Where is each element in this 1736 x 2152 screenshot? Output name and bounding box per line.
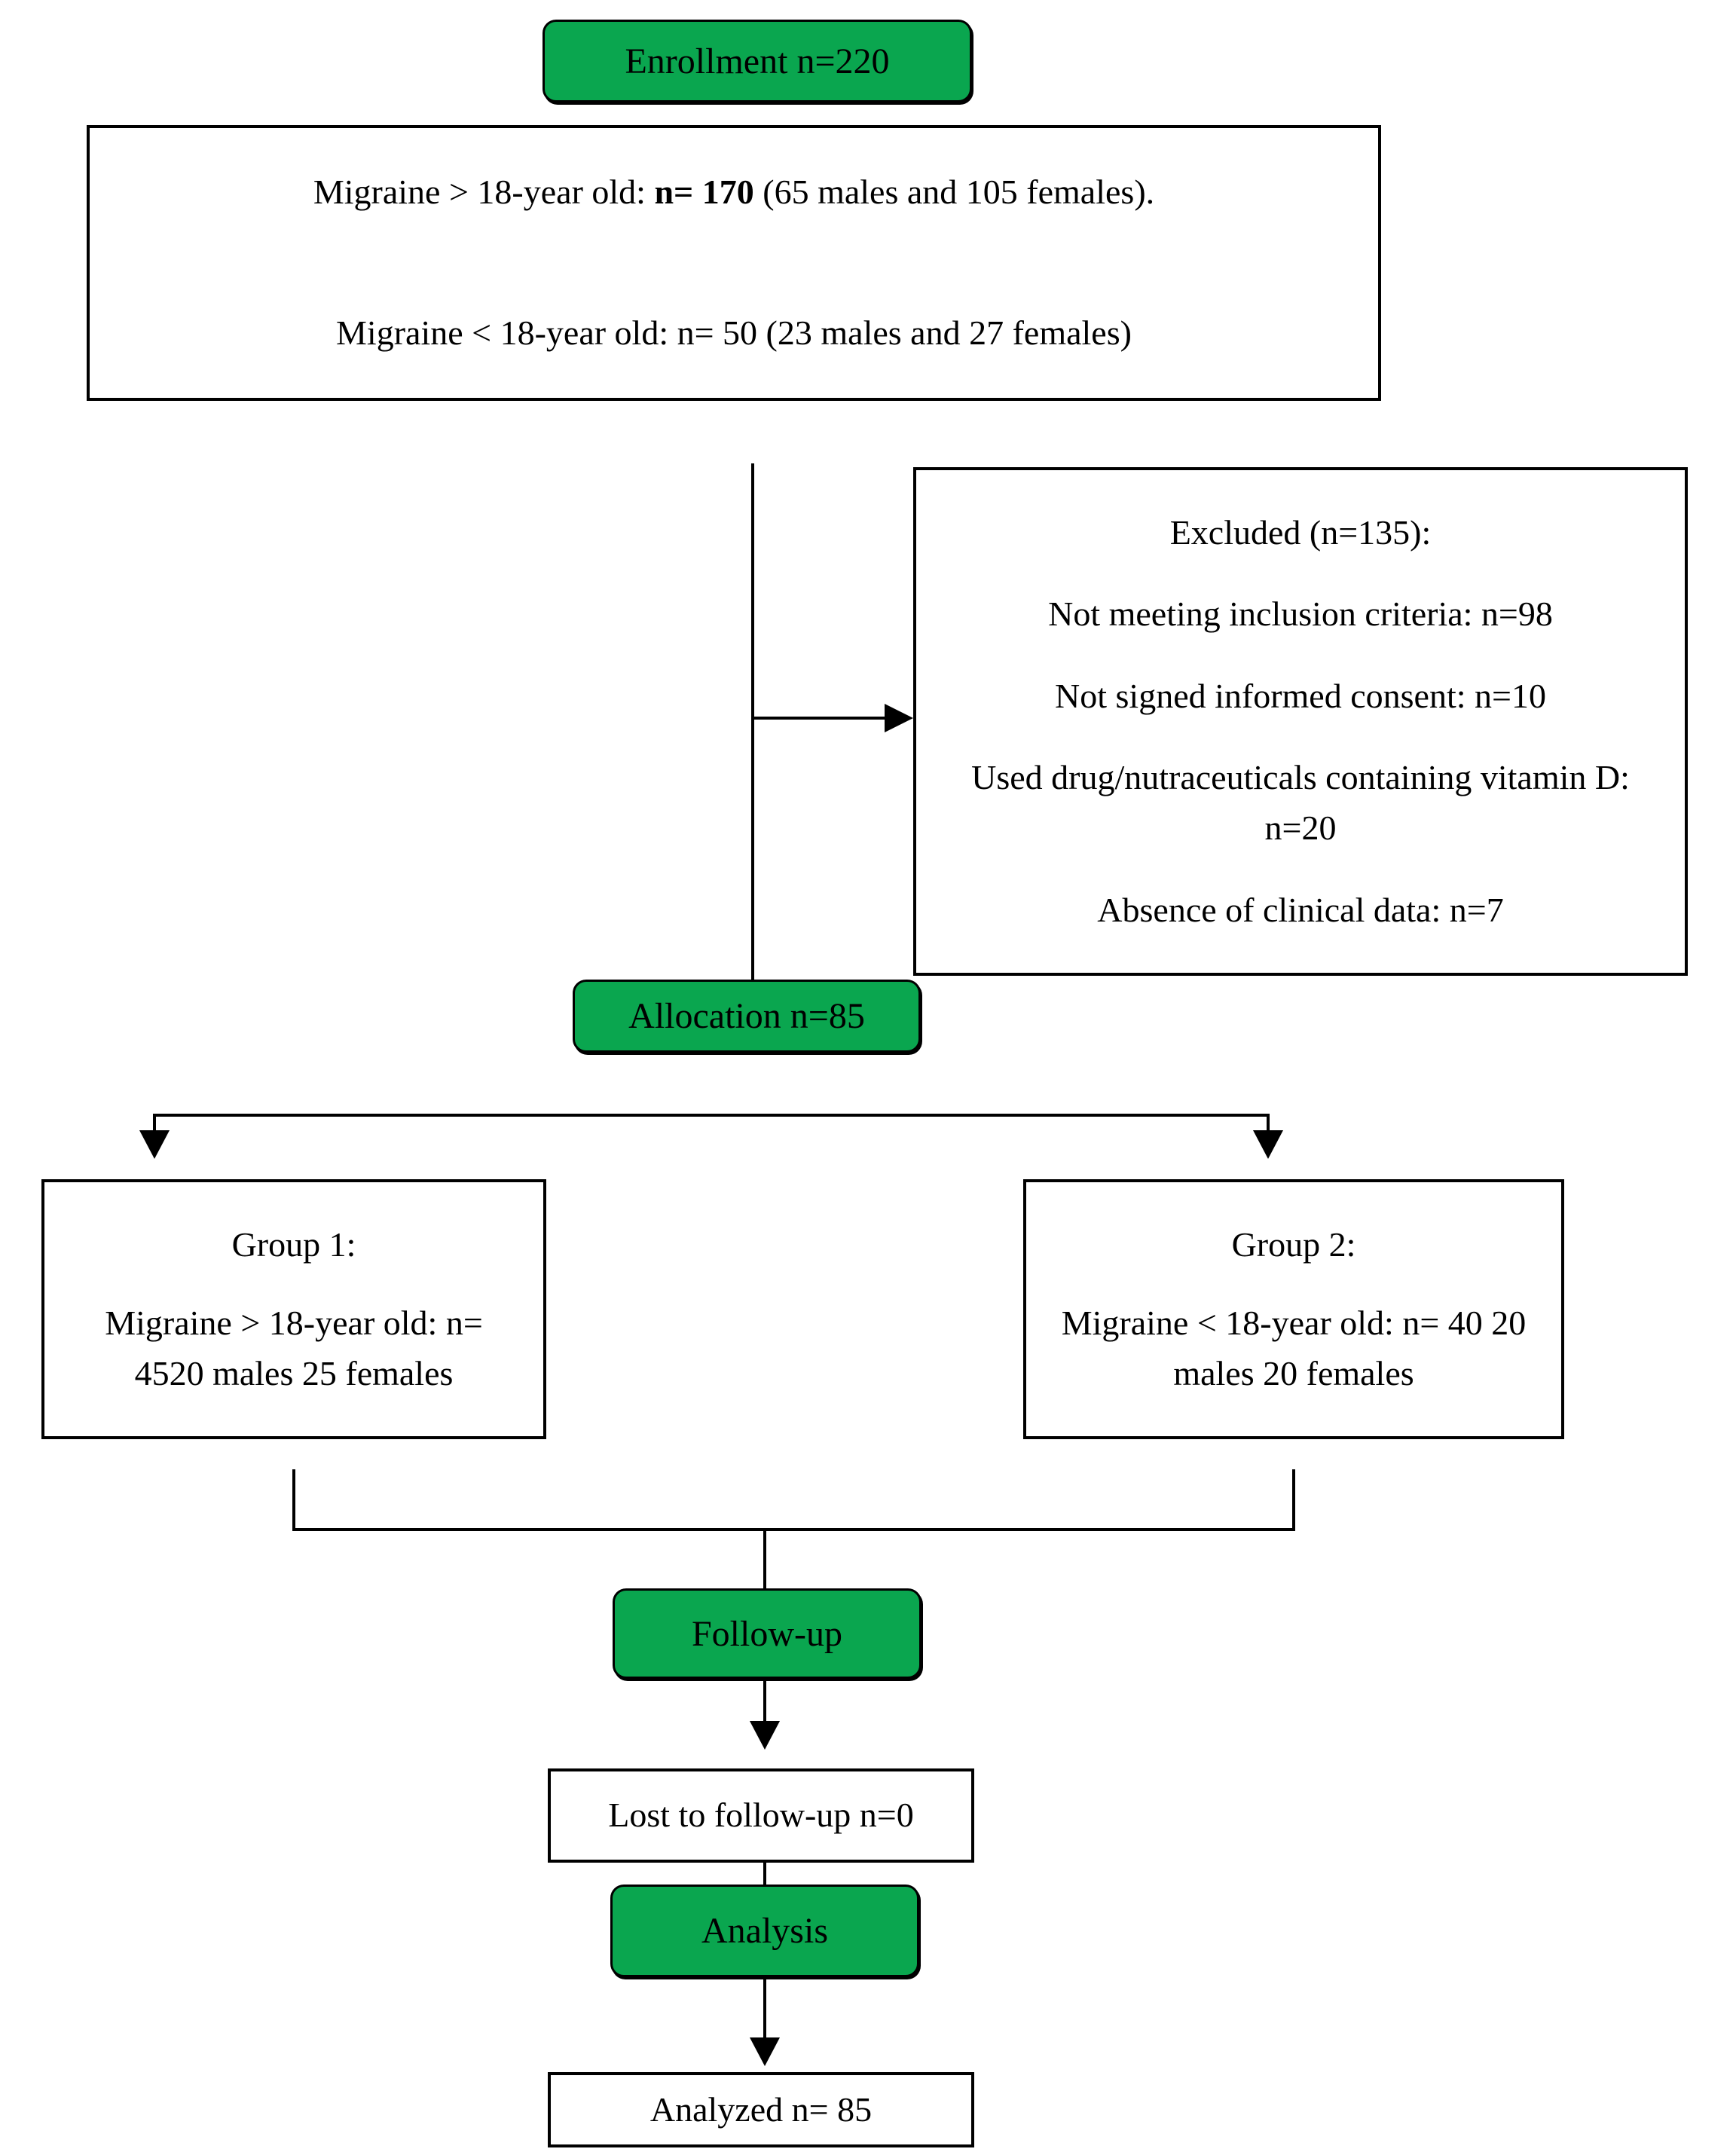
analyzed-label: Analyzed n= 85	[649, 2089, 873, 2129]
group1-body-line2: 4520 males 25 females	[134, 1353, 454, 1392]
group1-box: Group 1: Migraine > 18-year old: n= 4520…	[41, 1179, 546, 1439]
excluded-title: Excluded (n=135):	[1169, 512, 1432, 552]
connector-branch-left-stub	[153, 1114, 156, 1135]
connector-to-excluded	[753, 717, 887, 720]
allocation-label: Allocation n=85	[628, 996, 865, 1036]
screened-children-line: Migraine < 18-year old: n= 50 (23 males …	[336, 313, 1132, 353]
screened-adults-n: n= 170	[654, 173, 754, 211]
screened-adults-prefix: Migraine > 18-year old:	[313, 173, 655, 211]
excluded-box: Excluded (n=135): Not meeting inclusion …	[913, 467, 1688, 976]
connector-branch-right-stub	[1267, 1114, 1270, 1135]
group2-box: Group 2: Migraine < 18-year old: n= 40 2…	[1023, 1179, 1564, 1439]
connector-followup-to-lost	[763, 1679, 766, 1724]
screened-population-box: Migraine > 18-year old: n= 170 (65 males…	[87, 125, 1381, 401]
enrollment-label: Enrollment n=220	[625, 41, 890, 81]
arrowhead-to-analyzed-icon	[750, 2037, 780, 2066]
group2-body-line1: Migraine < 18-year old: n= 40 20	[1061, 1303, 1527, 1342]
connector-group2-down	[1292, 1469, 1295, 1531]
connector-merge-to-followup	[763, 1528, 766, 1588]
followup-node: Follow-up	[613, 1588, 921, 1679]
group2-body-line2: males 20 females	[1173, 1353, 1414, 1392]
screened-adults-suffix: (65 males and 105 females).	[753, 173, 1155, 211]
group2-body: Migraine < 18-year old: n= 40 20 males 2…	[1062, 1298, 1527, 1398]
excluded-item-clinicaldata: Absence of clinical data: n=7	[1097, 890, 1504, 929]
arrowhead-to-group2-icon	[1253, 1130, 1283, 1159]
group2-title: Group 2:	[1231, 1224, 1356, 1264]
lost-to-followup-label: Lost to follow-up n=0	[608, 1796, 914, 1835]
analyzed-box: Analyzed n= 85	[548, 2072, 974, 2147]
enrollment-node: Enrollment n=220	[542, 20, 972, 102]
excluded-item-vitamind: Used drug/nutraceuticals containing vita…	[971, 758, 1630, 847]
excluded-item-consent: Not signed informed consent: n=10	[1055, 676, 1546, 715]
excluded-item-inclusion: Not meeting inclusion criteria: n=98	[1048, 595, 1553, 634]
connector-lost-to-analysis	[763, 1863, 766, 1885]
analysis-node: Analysis	[610, 1885, 919, 1977]
group1-body-line1: Migraine > 18-year old: n=	[105, 1303, 483, 1342]
connector-analysis-to-analyzed	[763, 1977, 766, 2040]
connector-group1-down	[292, 1469, 295, 1531]
arrowhead-to-lost-icon	[750, 1721, 780, 1750]
connector-merge-horizontal	[292, 1528, 1295, 1531]
group1-body: Migraine > 18-year old: n= 4520 males 25…	[105, 1298, 483, 1398]
followup-label: Follow-up	[691, 1613, 842, 1654]
connector-allocation-branch	[153, 1114, 1270, 1117]
analysis-label: Analysis	[701, 1911, 828, 1951]
arrowhead-to-excluded-icon	[885, 704, 913, 732]
lost-to-followup-box: Lost to follow-up n=0	[548, 1768, 974, 1863]
allocation-node: Allocation n=85	[573, 980, 921, 1053]
group1-title: Group 1:	[231, 1224, 356, 1264]
screened-adults-line: Migraine > 18-year old: n= 170 (65 males…	[313, 167, 1154, 218]
connector-screened-to-allocation	[751, 463, 754, 980]
arrowhead-to-group1-icon	[139, 1130, 170, 1159]
